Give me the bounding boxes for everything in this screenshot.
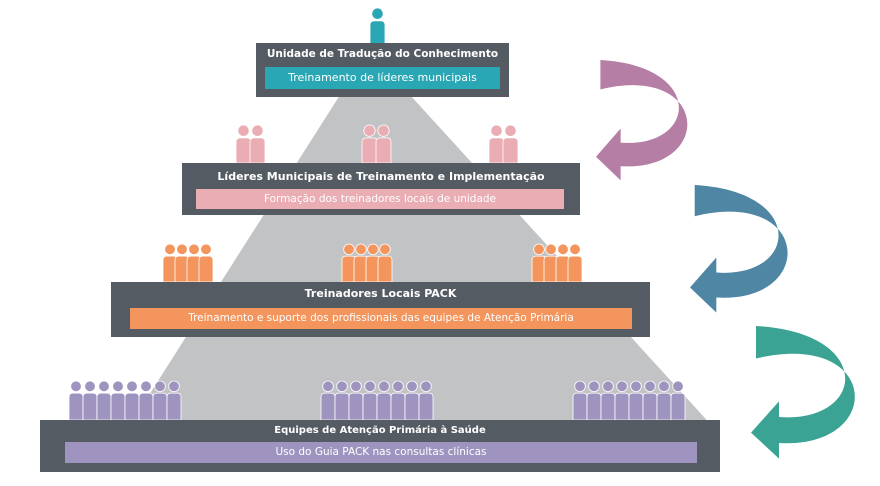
person-icon <box>377 243 393 283</box>
person-icon <box>174 243 190 283</box>
person-icon <box>642 380 658 421</box>
person-icon <box>362 380 378 421</box>
person-icon <box>162 243 178 283</box>
tier-local-trainers-subtitle: Treinamento e suporte dos profissionais … <box>130 308 632 329</box>
person-icon <box>348 380 364 421</box>
person-icon <box>376 380 392 421</box>
curved-arrow-icon <box>751 326 855 459</box>
people-group-icon <box>369 7 386 45</box>
person-icon <box>375 124 392 164</box>
people-group-icon <box>572 380 686 421</box>
tier-municipal-leaders-subtitle: Formação dos treinadores locais de unida… <box>196 189 564 209</box>
curved-arrow-icon <box>690 185 788 313</box>
person-icon <box>543 243 559 283</box>
tier-municipal-leaders: Líderes Municipais de Treinamento e Impl… <box>182 163 580 215</box>
person-icon <box>235 124 252 164</box>
people-group-icon <box>531 243 583 283</box>
person-icon <box>502 124 519 164</box>
person-icon <box>138 380 154 421</box>
people-group-icon <box>488 124 519 164</box>
tier-knowledge-unit-subtitle: Treinamento de líderes municipais <box>265 67 500 89</box>
person-icon <box>656 380 672 421</box>
person-icon <box>361 124 378 164</box>
tier-primary-care-teams-title: Equipes de Atenção Primária à Saúde <box>274 425 486 436</box>
curved-arrow-icon <box>596 60 688 181</box>
people-group-icon <box>361 124 392 164</box>
person-icon <box>586 380 602 421</box>
people-group-icon <box>162 243 214 283</box>
tier-knowledge-unit: Unidade de Tradução do Conhecimento Trei… <box>256 43 509 97</box>
person-icon <box>404 380 420 421</box>
people-group-icon <box>235 124 266 164</box>
person-icon <box>572 380 588 421</box>
arrows-layer <box>596 60 855 459</box>
person-icon <box>124 380 140 421</box>
person-icon <box>531 243 547 283</box>
tier-primary-care-teams-subtitle: Uso do Guia PACK nas consultas clínicas <box>65 442 697 463</box>
person-icon <box>628 380 644 421</box>
person-icon <box>418 380 434 421</box>
person-icon <box>186 243 202 283</box>
tier-municipal-leaders-title: Líderes Municipais de Treinamento e Impl… <box>217 170 545 183</box>
person-icon <box>320 380 336 421</box>
person-icon <box>334 380 350 421</box>
people-group-icon <box>320 380 434 421</box>
person-icon <box>488 124 505 164</box>
person-icon <box>600 380 616 421</box>
person-icon <box>96 380 112 421</box>
pyramid-background <box>128 95 714 428</box>
people-group-icon <box>341 243 393 283</box>
person-icon <box>353 243 369 283</box>
people-group-icon <box>68 380 182 421</box>
person-icon <box>390 380 406 421</box>
person-icon <box>369 7 386 45</box>
people-layer <box>68 7 686 421</box>
tier-knowledge-unit-title: Unidade de Tradução do Conhecimento <box>266 48 499 60</box>
person-icon <box>152 380 168 421</box>
tier-local-trainers-title: Treinadores Locais PACK <box>304 287 457 300</box>
person-icon <box>166 380 182 421</box>
person-icon <box>82 380 98 421</box>
person-icon <box>670 380 686 421</box>
tier-local-trainers: Treinadores Locais PACK Treinamento e su… <box>111 282 650 337</box>
person-icon <box>555 243 571 283</box>
tier-primary-care-teams: Equipes de Atenção Primária à Saúde Uso … <box>40 420 720 472</box>
person-icon <box>110 380 126 421</box>
person-icon <box>198 243 214 283</box>
person-icon <box>567 243 583 283</box>
person-icon <box>341 243 357 283</box>
person-icon <box>614 380 630 421</box>
person-icon <box>68 380 84 421</box>
person-icon <box>249 124 266 164</box>
